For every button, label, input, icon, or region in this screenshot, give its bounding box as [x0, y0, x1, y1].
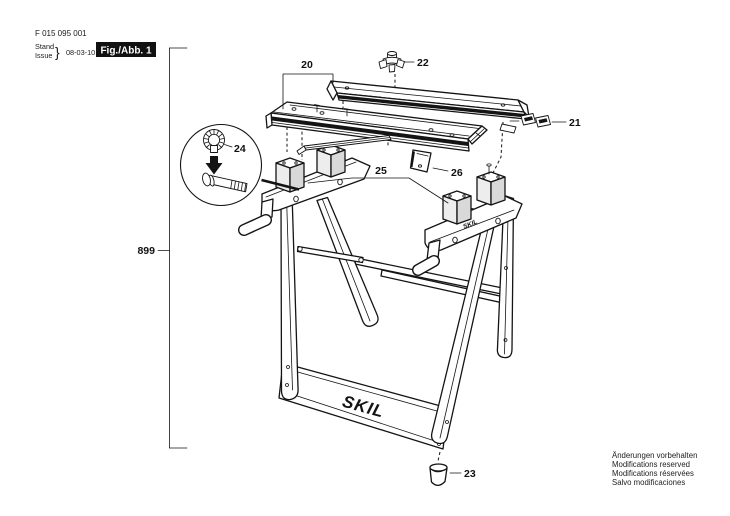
note-es: Salvo modificaciones [612, 478, 685, 487]
note-en: Modifications reserved [612, 460, 690, 469]
detail-leader [261, 178, 300, 191]
svg-text:21: 21 [569, 117, 581, 129]
right-front-leg [430, 205, 499, 445]
issue-date: 08-03-10 [66, 48, 95, 57]
support-strip [296, 135, 392, 155]
note-de: Änderungen vorbehalten [612, 451, 697, 460]
svg-text:25: 25 [375, 165, 387, 177]
carriage-bolt [202, 172, 248, 193]
foot-cap-part-23 [429, 463, 448, 487]
wedge-part-26 [409, 149, 432, 173]
serrated-disc [203, 129, 225, 153]
right-rear-leg [496, 194, 515, 359]
panel-board [278, 362, 449, 450]
dimension-899: 899 [137, 47, 188, 449]
clamp-screw [486, 163, 492, 167]
svg-text:20: 20 [301, 59, 313, 71]
rail-pin [314, 104, 320, 113]
issue-label: Issue [35, 51, 52, 60]
front-legs [280, 192, 499, 445]
svg-text:26: 26 [451, 167, 463, 179]
callout-21: 21 [551, 117, 581, 129]
left-clamp-beam [238, 144, 371, 236]
rail-end-bracket [499, 123, 517, 134]
svg-text:24: 24 [234, 143, 246, 155]
title-block: F 015 095 001 Stand Issue } 08-03-10 Fig… [35, 29, 156, 60]
figure-label: Fig./Abb. 1 [100, 46, 152, 57]
figure-label-box [96, 42, 156, 57]
callout-23: 23 [449, 468, 476, 480]
svg-text:22: 22 [417, 57, 429, 69]
rear-table-rail [326, 80, 530, 134]
note-fr: Modifications réservées [612, 469, 694, 478]
clamp-jaw-block [476, 163, 506, 206]
callout-20: 20 [282, 59, 334, 110]
callouts: 20 21 22 23 24 25 26 [224, 57, 581, 480]
brace-glyph: } [55, 44, 60, 60]
front-brace-panel: SKIL [278, 362, 449, 450]
stand-label: Stand [35, 42, 54, 51]
detail-circle-part-24 [179, 123, 300, 207]
part-code: F 015 095 001 [35, 29, 87, 38]
clamp-jaw-block [316, 144, 346, 178]
callout-22: 22 [403, 57, 429, 69]
clamp-jaw-block [442, 190, 472, 225]
clamp-jaw-block [275, 157, 305, 193]
end-caps-part-21 [509, 113, 551, 128]
footer-notes: Änderungen vorbehalten Modifications res… [612, 451, 697, 487]
callout-26: 26 [432, 167, 463, 179]
left-rear-leg [316, 196, 379, 327]
rail-pin [344, 108, 350, 117]
left-pivot-link [296, 245, 364, 264]
clamp-peg-part-22 [378, 51, 405, 73]
callout-25: 25 [307, 165, 449, 204]
insert-arrow [205, 156, 223, 175]
callout-24: 24 [224, 143, 246, 155]
right-crank-handle [412, 239, 441, 276]
svg-text:23: 23 [464, 468, 476, 480]
left-crank-handle [238, 198, 274, 236]
dimension-value: 899 [137, 245, 155, 257]
right-clamp-beam: SKIL [412, 163, 523, 276]
front-table-rail [265, 101, 488, 152]
